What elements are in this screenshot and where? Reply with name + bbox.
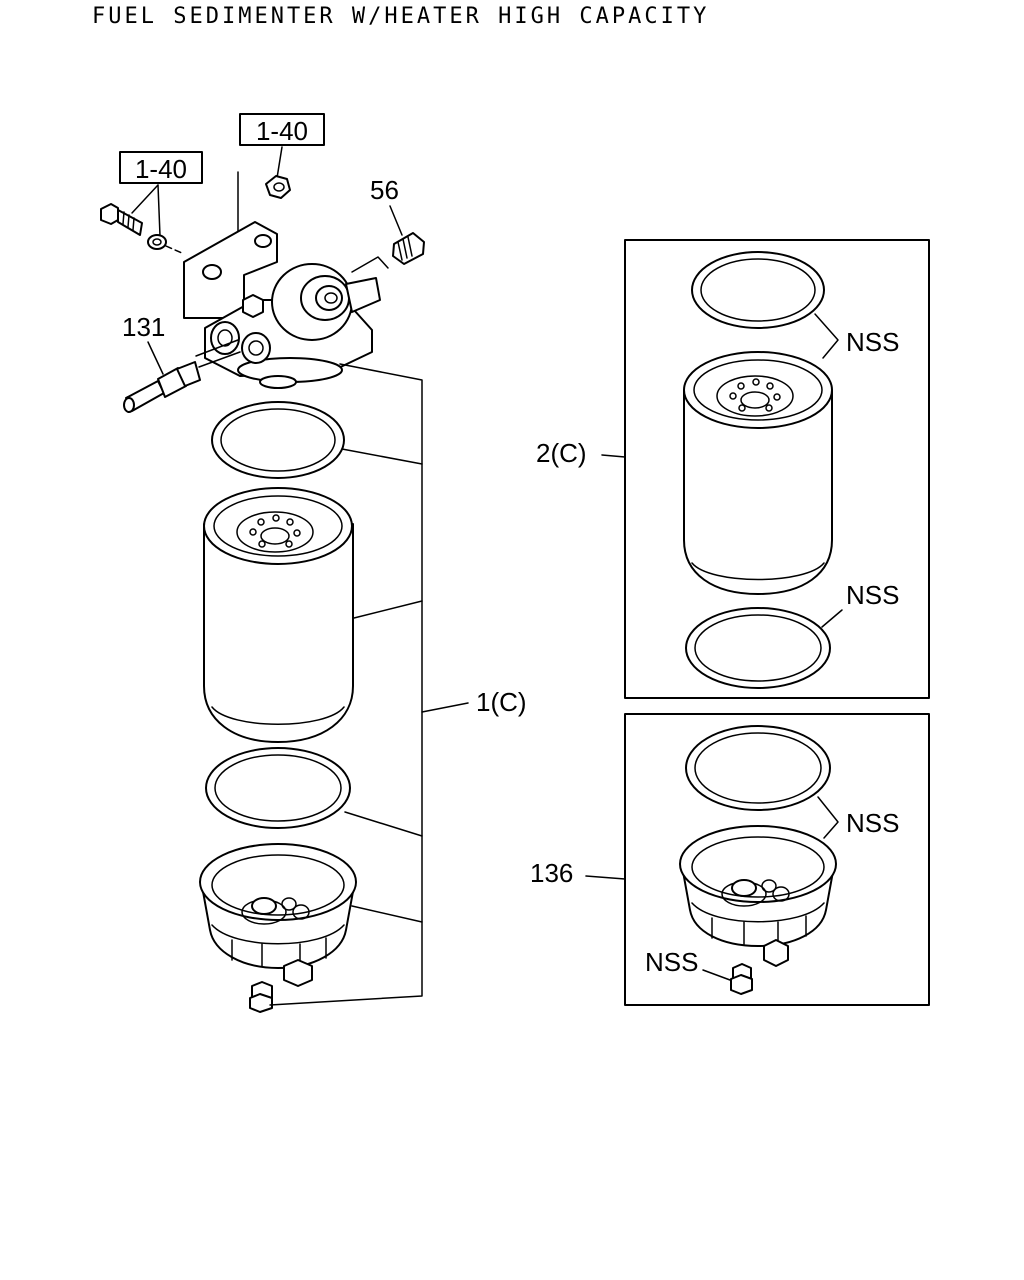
- bowl-kit-label: 136: [530, 858, 573, 888]
- element-kit-box: [624, 239, 930, 699]
- ref-box-nut[interactable]: 1-40: [239, 113, 325, 146]
- bowl-kit-drain-plug: [730, 963, 753, 995]
- water-bowl: [199, 843, 357, 987]
- nss-ring-bowl-label: NSS: [846, 808, 899, 838]
- washer: [147, 234, 167, 250]
- mounting-bolt: [100, 203, 143, 236]
- nss-drain-label: NSS: [645, 947, 698, 977]
- kit-o-ring-top: [691, 251, 825, 329]
- assembly-bracket: [269, 363, 469, 1006]
- plug-56: [392, 232, 425, 265]
- kit-o-ring-bottom: [685, 607, 831, 689]
- ref-box-bolt[interactable]: 1-40: [119, 151, 203, 184]
- element-kit-label: 2(C): [536, 438, 587, 468]
- bowl-kit-o-ring: [685, 725, 831, 811]
- ref-nut-label: 1-40: [256, 116, 308, 146]
- filter-element: [203, 487, 354, 743]
- nss-ring-top-label: NSS: [846, 327, 899, 357]
- diagram-title: FUEL SEDIMENTER W/HEATER HIGH CAPACITY: [92, 4, 710, 29]
- bowl-kit-box: [624, 713, 930, 1006]
- nss-ring-bottom-label: NSS: [846, 580, 899, 610]
- connector-131: [123, 361, 201, 413]
- filter-head: [183, 221, 381, 389]
- connector-label: 131: [122, 312, 165, 342]
- o-ring-top: [211, 401, 345, 479]
- ref-bolt-label: 1-40: [135, 154, 187, 184]
- drain-plug: [249, 981, 273, 1013]
- o-ring-bottom: [205, 747, 351, 829]
- plug-label: 56: [370, 175, 399, 205]
- nut: [265, 175, 291, 199]
- assembly-label: 1(C): [476, 687, 527, 717]
- kit-filter-element: [683, 351, 833, 595]
- bowl-kit-bowl: [679, 825, 837, 967]
